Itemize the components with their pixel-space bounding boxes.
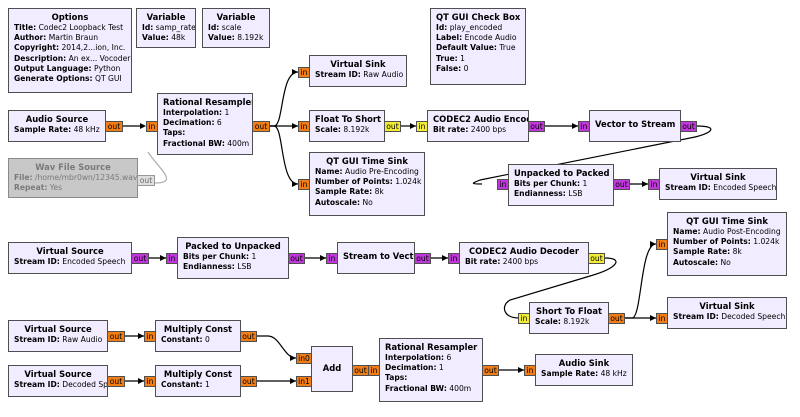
resampler-2-out-port[interactable]: out <box>482 365 499 376</box>
virtual-source-encoded-speech-block[interactable]: Virtual Source Stream ID: Encoded Speech <box>8 242 132 274</box>
unpacked-to-packed-block[interactable]: Unpacked to Packed Bits per Chunk: 1 End… <box>508 164 614 206</box>
block-title: Virtual Sink <box>330 59 386 69</box>
block-title: Short To Float <box>535 306 603 316</box>
unpacked-to-packed-out-port[interactable]: out <box>613 179 630 190</box>
stream-to-vector-out-port[interactable]: out <box>414 253 431 264</box>
block-title: Virtual Sink <box>690 172 746 182</box>
block-title: Float To Short <box>315 114 382 124</box>
block-title: QT GUI Time Sink <box>326 156 408 166</box>
block-title: Virtual Source <box>36 246 104 256</box>
block-title: Add <box>322 363 342 373</box>
audio-sink-block[interactable]: Audio Sink Sample Rate: 48 kHz <box>535 354 633 386</box>
check-box-block[interactable]: QT GUI Check Box Id: play_encoded Label:… <box>430 8 526 85</box>
block-title: Audio Sink <box>558 358 610 368</box>
add-out-port[interactable]: out <box>352 365 369 376</box>
codec2-decoder-block[interactable]: CODEC2 Audio Decoder Bit rate: 2400 bps <box>459 242 589 274</box>
vsource-decoded-out-port[interactable]: out <box>107 376 125 387</box>
virtual-sink-encoded-speech-block[interactable]: Virtual Sink Stream ID: Encoded Speech <box>659 168 777 200</box>
options-block[interactable]: Options Title: Codec2 Loopback Test Auth… <box>8 8 132 93</box>
rational-resampler-2-block[interactable]: Rational Resampler Interpolation: 6 Deci… <box>379 338 483 402</box>
block-title: Audio Source <box>25 114 89 124</box>
block-title: Virtual Source <box>24 324 92 334</box>
vsource-encoded-out-port[interactable]: out <box>131 253 149 264</box>
virtual-sink-raw-audio-block[interactable]: Virtual Sink Stream ID: Raw Audio <box>309 55 407 87</box>
block-title: Variable <box>146 12 186 22</box>
block-title: Unpacked to Packed <box>514 168 610 178</box>
add-block[interactable]: Add <box>311 346 353 392</box>
virtual-sink-decoded-speech-block[interactable]: Virtual Sink Stream ID: Decoded Speech <box>667 297 787 329</box>
block-title: Wav File Source <box>35 162 111 172</box>
vector-to-stream-block[interactable]: Vector to Stream <box>589 110 681 142</box>
vsource-raw-out-port[interactable]: out <box>107 331 125 342</box>
wav-file-source-block[interactable]: Wav File Source File: /home/mbr0wn/12345… <box>8 158 138 198</box>
codec2-encoder-block[interactable]: CODEC2 Audio Encoder Bit rate: 2400 bps <box>427 110 529 142</box>
decoder-out-port[interactable]: out <box>588 253 605 264</box>
block-title: Stream to Vector <box>343 251 414 261</box>
rational-resampler-1-block[interactable]: Rational Resampler Interpolation: 1 Deci… <box>157 93 253 155</box>
block-title: QT GUI Time Sink <box>686 216 768 226</box>
virtual-source-raw-audio-block[interactable]: Virtual Source Stream ID: Raw Audio <box>8 320 108 352</box>
float-to-short-block[interactable]: Float To Short Scale: 8.192k <box>309 110 385 142</box>
block-title: CODEC2 Audio Decoder <box>469 246 579 256</box>
encoder-out-port[interactable]: out <box>528 121 545 132</box>
block-title: QT GUI Check Box <box>436 12 521 22</box>
stream-to-vector-block[interactable]: Stream to Vector <box>337 242 415 274</box>
block-title: Virtual Source <box>24 369 92 379</box>
block-title: Options <box>51 12 89 22</box>
wav-source-out-port[interactable]: out <box>137 175 155 186</box>
block-title: Vector to Stream <box>595 119 676 129</box>
multiply-const-0-block[interactable]: Multiply Const Constant: 0 <box>155 320 241 352</box>
short-to-float-block[interactable]: Short To Float Scale: 8.192k <box>529 302 609 334</box>
audio-source-out-port[interactable]: out <box>105 121 123 132</box>
resampler-1-out-port[interactable]: out <box>252 121 270 132</box>
block-title: Variable <box>216 12 256 22</box>
block-title: CODEC2 Audio Encoder <box>433 114 528 124</box>
short-to-float-out-port[interactable]: out <box>608 313 625 324</box>
block-title: Multiply Const <box>163 324 233 334</box>
block-title: Rational Resampler <box>385 342 478 352</box>
audio-source-block[interactable]: Audio Source Sample Rate: 48 kHz <box>8 110 106 142</box>
packed-to-unpacked-block[interactable]: Packed to Unpacked Bits per Chunk: 1 End… <box>177 237 289 279</box>
time-sink-post-encoding-block[interactable]: QT GUI Time Sink Name: Audio Post-Encodi… <box>667 212 787 276</box>
block-title: Packed to Unpacked <box>185 241 281 251</box>
add-in1-port[interactable]: in1 <box>296 376 312 387</box>
add-in0-port[interactable]: in0 <box>296 353 312 364</box>
block-title: Rational Resampler <box>163 97 253 107</box>
multiply-const-1-out-port[interactable]: out <box>240 376 257 387</box>
float-to-short-out-port[interactable]: out <box>384 121 401 132</box>
packed-to-unpacked-out-port[interactable]: out <box>288 253 305 264</box>
block-title: Multiply Const <box>163 369 233 379</box>
multiply-const-1-block[interactable]: Multiply Const Constant: 1 <box>155 365 241 397</box>
virtual-source-decoded-speech-block[interactable]: Virtual Source Stream ID: Decoded Speech <box>8 365 108 397</box>
block-title: Virtual Sink <box>699 301 755 311</box>
time-sink-pre-encoding-block[interactable]: QT GUI Time Sink Name: Audio Pre-Encodin… <box>309 152 425 216</box>
variable-scale-block[interactable]: Variable Id: scale Value: 8.192k <box>202 8 270 48</box>
vector-to-stream-out-port[interactable]: out <box>680 121 697 132</box>
variable-samp-rate-block[interactable]: Variable Id: samp_rate Value: 48k <box>136 8 196 48</box>
multiply-const-0-out-port[interactable]: out <box>240 331 257 342</box>
